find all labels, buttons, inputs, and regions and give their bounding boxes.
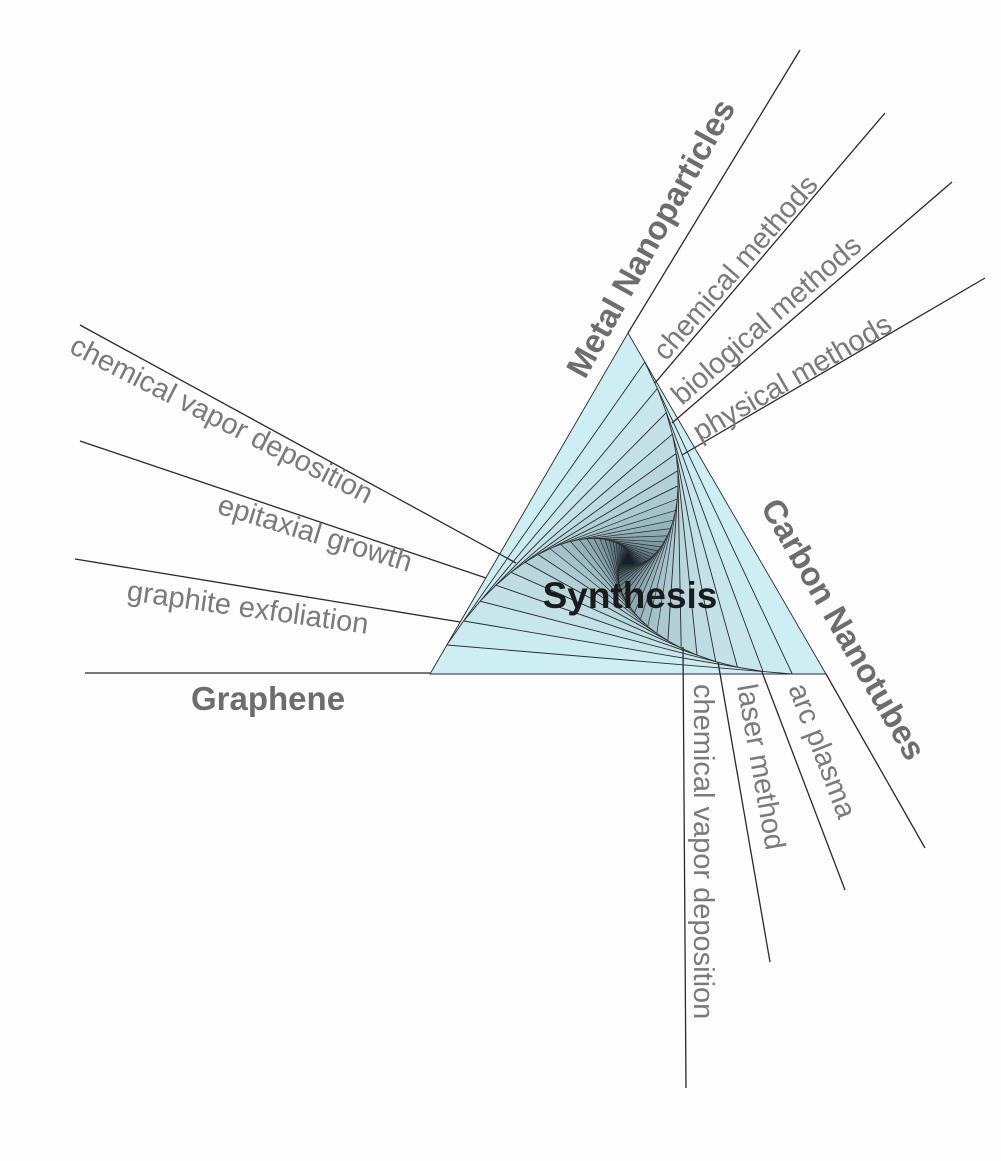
metal-nanoparticles-ray [627, 49, 801, 334]
chemical-methods-ray [654, 112, 886, 384]
physical-methods-ray [681, 277, 986, 456]
graphite-exfoliation-ray [74, 558, 461, 623]
epitaxial-growth-ray [79, 440, 487, 579]
laser-method-ray [717, 661, 771, 963]
metal-nanoparticles-label: Metal Nanoparticles [559, 93, 743, 384]
arc-plasma-label: arc plasma [781, 679, 862, 824]
cvd-graphene-label: chemical vapor deposition [65, 330, 378, 511]
graphene-label: Graphene [191, 680, 345, 717]
cvd-nanotubes-ray [682, 646, 687, 1089]
cvd-nanotubes-label: chemical vapor deposition [687, 684, 719, 1019]
carbon-nanotubes-ray [825, 673, 926, 849]
epitaxial-growth-label: epitaxial growth [214, 489, 416, 579]
laser-method-label: laser method [730, 682, 791, 853]
biological-methods-ray [671, 181, 953, 424]
cvd-graphene-ray [79, 324, 517, 564]
spiral-triangles [429, 332, 827, 675]
synthesis-label: Synthesis [543, 575, 718, 616]
arc-plasma-ray [761, 671, 846, 891]
spiral-triangle [620, 551, 636, 565]
graphite-exfoliation-label: graphite exfoliation [125, 575, 371, 641]
